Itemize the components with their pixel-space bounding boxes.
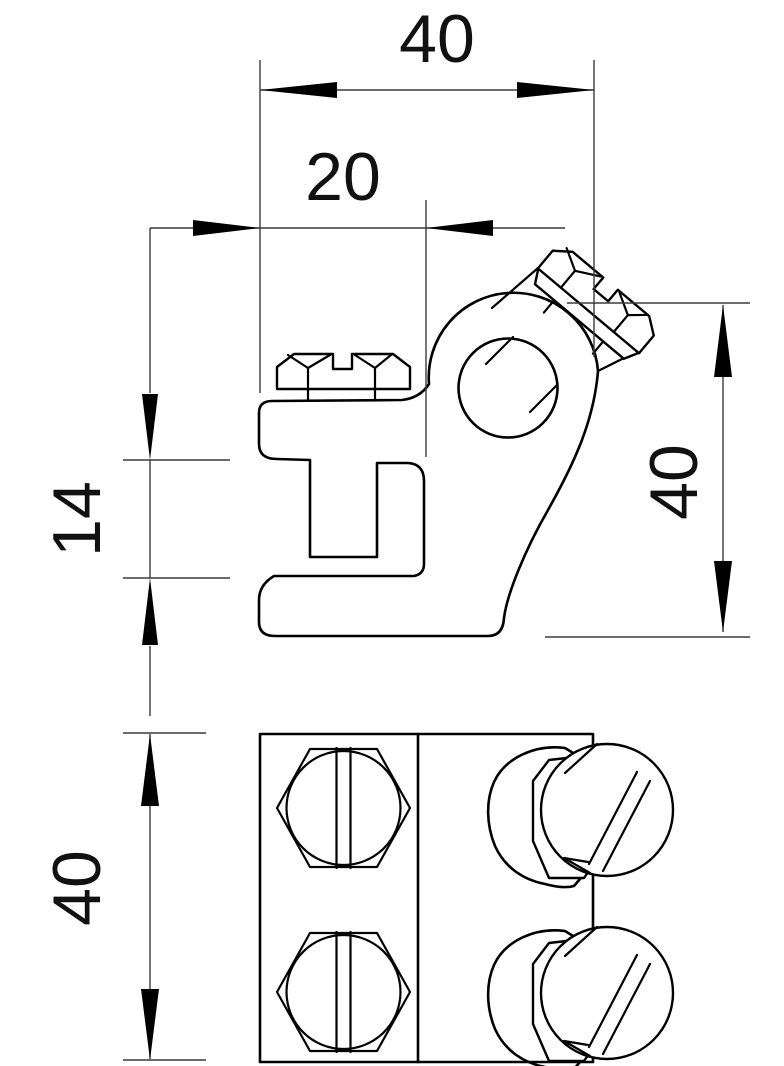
arrow-left-icon (426, 220, 493, 236)
screw-head-lower (486, 925, 675, 1066)
dimension-top-width: 40 (259, 1, 595, 393)
arrow-up-icon (714, 305, 732, 377)
angled-screw-tangent-left (490, 266, 540, 310)
dimension-lip-height-value: 14 (39, 481, 115, 557)
dimension-inner-width-lines (150, 200, 565, 457)
angled-screw-facet-lines (559, 247, 648, 334)
left-screw (275, 352, 412, 402)
bottom-view-body (258, 732, 595, 1064)
screw-head-upper (486, 742, 675, 889)
arrow-up-icon (142, 578, 158, 645)
left-screw-head (275, 352, 412, 391)
dimension-top-width-value: 40 (399, 1, 475, 77)
arrow-left-icon (260, 82, 337, 98)
dimension-lip-height-lines (123, 228, 230, 716)
angled-screw (490, 247, 655, 373)
dimension-side-height-value: 40 (636, 444, 712, 520)
arrow-up-icon (141, 734, 159, 806)
dimension-side-height: 40 (545, 302, 750, 638)
arrow-right-icon (193, 220, 260, 236)
dimension-bottom-height-value: 40 (39, 850, 115, 926)
side-view (257, 247, 655, 638)
dimension-bottom-height-lines (123, 732, 206, 1061)
angled-screw-head (536, 249, 655, 355)
arrow-down-icon (142, 394, 158, 460)
bottom-view (258, 732, 675, 1066)
hex-nut-upper (275, 746, 412, 870)
ring-hole (457, 337, 559, 439)
ring-hole-thread-marks (484, 335, 559, 414)
dimension-bottom-height: 40 (39, 732, 206, 1061)
arrow-down-icon (141, 989, 159, 1060)
arrow-right-icon (517, 82, 594, 98)
angled-screw-tangent-right (596, 356, 626, 373)
dimension-lip-height: 14 (39, 228, 230, 716)
left-screw-facet-lines (286, 353, 393, 402)
hex-nut-lower (275, 930, 412, 1054)
arrow-down-icon (714, 561, 732, 632)
dimension-top-width-lines (259, 60, 595, 393)
clamp-body-outline (257, 291, 600, 638)
dimension-inner-width: 20 (150, 139, 565, 457)
dimension-inner-width-value: 20 (305, 139, 381, 215)
